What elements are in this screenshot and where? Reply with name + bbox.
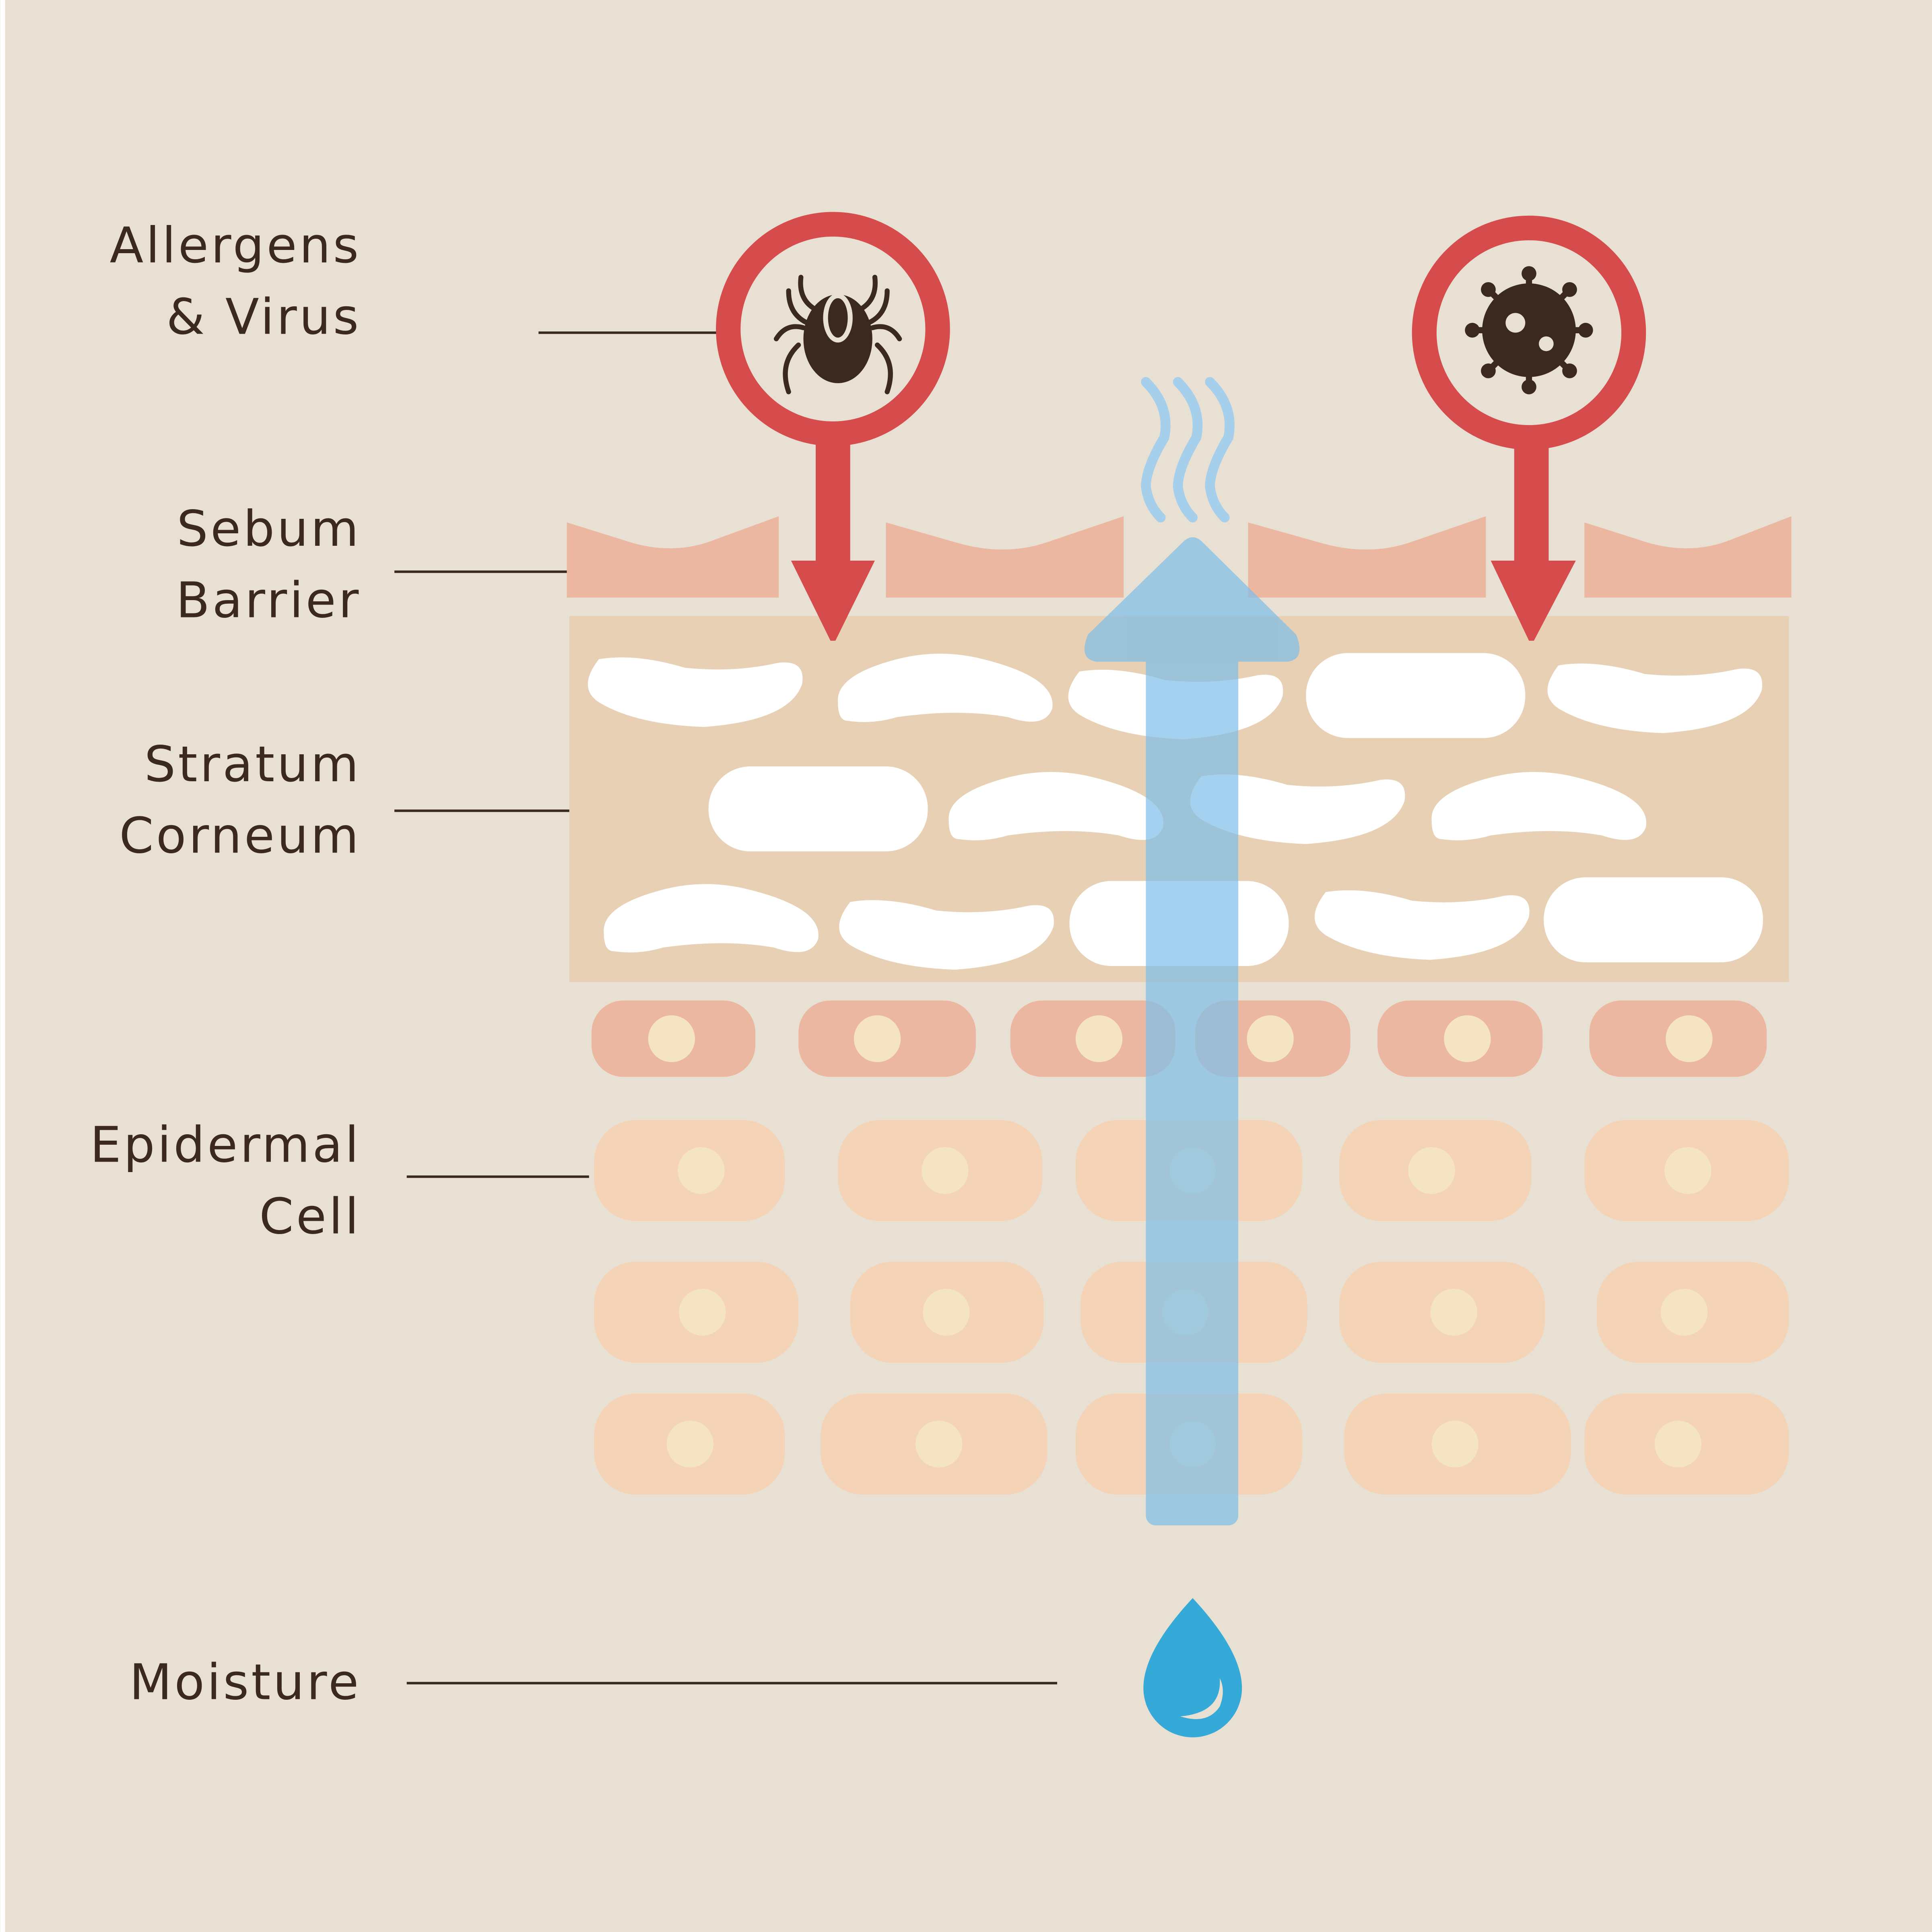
- moisture-arrow-head: [1085, 537, 1300, 662]
- corneocyte: [1190, 774, 1405, 844]
- cell-nucleus: [1408, 1147, 1455, 1194]
- cell-nucleus: [666, 1420, 713, 1468]
- corneocyte: [1431, 772, 1647, 840]
- cell-nucleus: [1444, 1015, 1491, 1062]
- arrow-down-icon: [1491, 560, 1576, 641]
- sebum-segment: [567, 516, 779, 598]
- label-moisture: Moisture: [130, 1653, 361, 1711]
- corneocyte: [1314, 890, 1530, 960]
- arrow-down-icon: [791, 560, 875, 641]
- sebum-barrier: [567, 516, 1792, 598]
- virus-ring: [1412, 215, 1646, 450]
- vapor-line: [1173, 377, 1203, 522]
- cell-nucleus: [1247, 1015, 1294, 1062]
- allergen-ring: [716, 212, 950, 446]
- allergen-marker: [716, 212, 950, 641]
- virus-arrow-shaft: [1514, 441, 1549, 567]
- cell-nucleus: [1075, 1015, 1123, 1062]
- allergen-arrow-shaft: [816, 437, 850, 567]
- cell-nucleus: [1430, 1289, 1477, 1336]
- label-epidermal: Epidermal: [90, 1116, 361, 1174]
- label-sebum: Sebum: [177, 500, 361, 557]
- virus-icon: [1465, 266, 1593, 394]
- arrow-up-icon: [1085, 537, 1300, 1525]
- water-drop-icon: [1143, 1598, 1242, 1738]
- vapor-line: [1141, 377, 1171, 522]
- virus-marker: [1412, 215, 1646, 641]
- left-edge: [0, 0, 5, 1932]
- corneocyte: [1544, 877, 1763, 962]
- corneocyte: [708, 766, 928, 852]
- cell-nucleus: [1431, 1420, 1478, 1468]
- label-corneum: Corneum: [119, 807, 361, 864]
- drop-highlight: [1180, 1678, 1223, 1719]
- sebum-segment: [1248, 516, 1486, 598]
- labels: Allergens & Virus Sebum Barrier Stratum …: [90, 217, 361, 1711]
- cell-nucleus: [923, 1289, 970, 1336]
- vapor-line: [1205, 377, 1235, 522]
- label-virus: & Virus: [166, 288, 361, 346]
- corneocyte: [604, 884, 819, 953]
- cell-nucleus: [678, 1147, 725, 1194]
- label-barrier: Barrier: [176, 572, 361, 629]
- corneocyte: [839, 900, 1054, 970]
- cell-nucleus: [1654, 1420, 1702, 1468]
- mite-icon: [773, 275, 902, 394]
- cell-nucleus: [854, 1015, 901, 1062]
- label-allergens: Allergens: [110, 217, 361, 274]
- corneocytes: [588, 653, 1763, 970]
- leader-lines: [394, 331, 1058, 1684]
- cell-nucleus: [915, 1420, 963, 1468]
- corneocyte: [948, 772, 1164, 840]
- sebum-segment: [886, 516, 1124, 598]
- cell-nucleus: [648, 1015, 695, 1062]
- evaporation-icon: [1141, 377, 1235, 522]
- corneocyte: [588, 657, 803, 727]
- label-cell: Cell: [259, 1187, 361, 1245]
- cell-nucleus: [1666, 1015, 1713, 1062]
- corneocyte: [1306, 653, 1526, 738]
- label-stratum: Stratum: [144, 735, 361, 793]
- epidermal-cells: [591, 1000, 1789, 1495]
- corneocyte: [1547, 663, 1763, 733]
- sebum-segment: [1584, 516, 1792, 598]
- cell-nucleus: [922, 1147, 969, 1194]
- corneocyte: [837, 653, 1053, 722]
- moisture-arrow-shaft: [1146, 640, 1239, 1525]
- cell-nucleus: [1661, 1289, 1708, 1336]
- cell-nucleus: [1664, 1147, 1711, 1194]
- cell-nucleus: [679, 1289, 726, 1336]
